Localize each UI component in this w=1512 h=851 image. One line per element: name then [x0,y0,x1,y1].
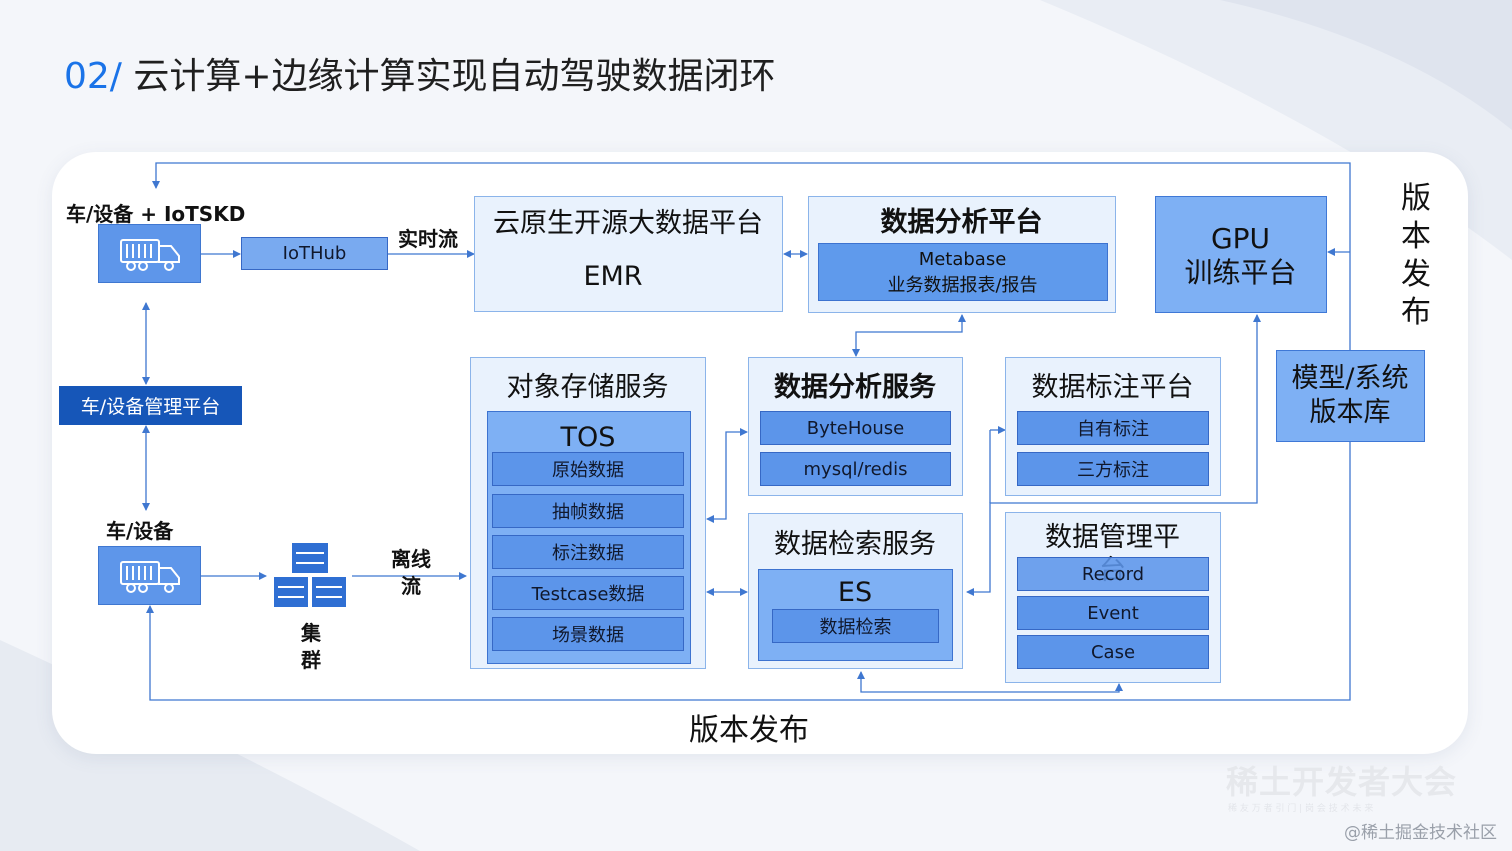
data-mgmt-item-0: Record [1017,557,1209,591]
watermark-sub: 稀 友 万 者 引 门 | 岗 会 技 术 未 来 [1228,804,1374,814]
watermark-logo: 稀土开发者大会 [1226,763,1458,801]
es-label: ES [837,577,873,608]
realtime-stream-label: 实时流 [398,227,458,251]
vehicle-label: 车/设备 [106,519,174,543]
data-mgmt-item-1: Event [1017,596,1209,630]
tos-label: TOS [560,422,616,453]
metabase-box: Metabase 业务数据报表/报告 [818,243,1108,301]
device-mgmt-label: 车/设备管理平台 [80,396,221,418]
analysis-service-title: 数据分析服务 [774,372,936,403]
vehicle-box [98,546,201,605]
emr-title: 云原生开源大数据平台 [493,208,763,239]
watermark-credit: @稀土掘金技术社区 [1344,823,1497,843]
storage-item-2: 标注数据 [492,535,684,569]
metabase-desc: 业务数据报表/报告 [887,275,1038,296]
section-number: 02/ [64,56,122,97]
storage-item-3: Testcase数据 [492,576,684,610]
iothub-box: IoTHub [241,237,388,270]
search-service-box: 数据检索服务 ES [748,513,963,669]
analysis-platform-title: 数据分析平台 [880,207,1043,238]
es-item: 数据检索 [772,609,939,643]
search-service-title: 数据检索服务 [774,529,936,560]
gpu-platform-box: GPU 训练平台 [1155,196,1327,313]
server-cluster-icon [274,543,346,607]
data-mgmt-title: 数据管理平 [1045,522,1180,553]
model-repo-line1: 模型/系统 [1291,363,1409,394]
title-text: 云计算+边缘计算实现自动驾驶数据闭环 [133,56,776,97]
gpu-line2: 训练平台 [1184,256,1297,289]
emr-subtitle: EMR [583,261,643,292]
object-storage-title: 对象存储服务 [506,372,669,403]
labeling-item-1: 三方标注 [1017,452,1209,486]
storage-item-4: 场景数据 [492,617,684,651]
truck-icon [119,560,180,593]
model-repo-box: 模型/系统 版本库 [1276,350,1425,442]
metabase-label: Metabase [918,249,1007,270]
release-vertical-label: 版 本 发 布 [1401,181,1431,330]
vehicle-iot-label: 车/设备 + IoTSKD [66,202,246,226]
data-mgmt-item-2: Case [1017,635,1209,669]
analysis-service-item-0: ByteHouse [760,411,951,445]
storage-item-0: 原始数据 [492,452,684,486]
offline-stream-label: 离线 流 [391,547,431,598]
labeling-platform-title: 数据标注平台 [1031,372,1194,403]
page-title: 02/ 云计算+边缘计算实现自动驾驶数据闭环 [64,52,776,102]
storage-item-1: 抽帧数据 [492,494,684,528]
iothub-label: IoTHub [282,243,347,264]
analysis-platform-box: 数据分析平台 Metabase 业务数据报表/报告 [808,196,1116,313]
device-mgmt-box: 车/设备管理平台 [59,386,242,425]
cluster-label: 集 群 [301,621,321,672]
release-bottom-label: 版本发布 [689,713,809,748]
labeling-item-0: 自有标注 [1017,411,1209,445]
truck-icon [119,238,180,271]
gpu-line1: GPU [1210,222,1271,255]
vehicle-iot-box [98,224,201,283]
emr-platform-box: 云原生开源大数据平台 EMR [474,196,783,312]
model-repo-line2: 版本库 [1309,397,1391,428]
analysis-service-item-1: mysql/redis [760,452,951,486]
